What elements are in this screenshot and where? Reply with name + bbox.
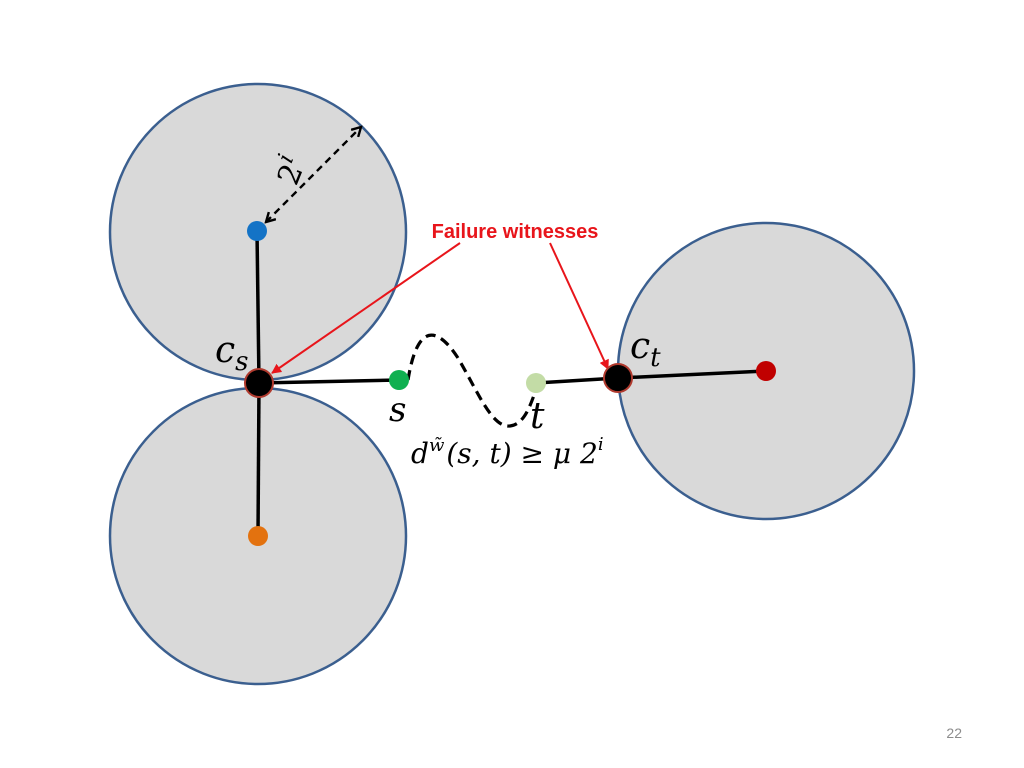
callout-failure-witnesses: Failure witnesses xyxy=(432,221,599,243)
vertex-center-right xyxy=(756,361,776,381)
edge-ct-red xyxy=(617,369,767,380)
vertex-t xyxy=(526,373,546,393)
page-number: 22 xyxy=(946,725,962,741)
callout-arrow-ct xyxy=(549,242,609,370)
label-s: s xyxy=(389,390,406,430)
callout-arrow-cs xyxy=(271,242,461,374)
vertex-center-top xyxy=(247,221,267,241)
vertex-ct xyxy=(603,363,633,393)
edge-cs-s xyxy=(258,378,400,385)
vertex-cs xyxy=(244,368,274,398)
path-s-t-dashed xyxy=(406,333,540,428)
edge-cs-blue xyxy=(255,230,261,384)
radius-arrow xyxy=(266,127,361,222)
label-ct: ct xyxy=(630,326,661,373)
vertex-center-bottom xyxy=(248,526,268,546)
label-cs: cs xyxy=(215,330,249,377)
distance-formula: dw̃(s, t) ≥ μ 2i xyxy=(411,434,604,470)
vertex-s xyxy=(389,370,409,390)
edge-cs-orange xyxy=(256,382,261,537)
label-t: t xyxy=(530,396,545,437)
